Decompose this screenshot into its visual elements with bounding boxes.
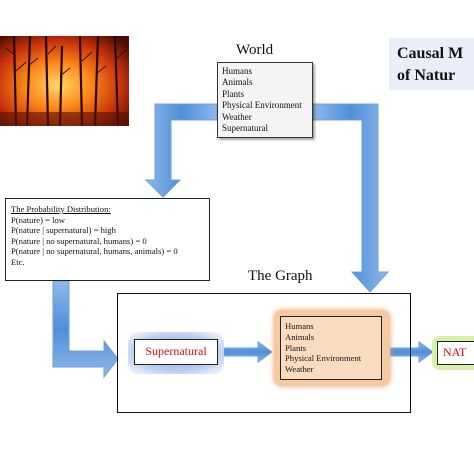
title-line: Causal M <box>397 45 464 62</box>
probability-to-graph-arrow <box>52 280 119 379</box>
forest-fire-image <box>0 36 129 126</box>
world-title: World <box>236 42 274 58</box>
world-item: Humans <box>222 66 252 76</box>
graph-box <box>117 293 411 413</box>
world-to-graph-arrow <box>312 103 390 293</box>
title-line: of Natur <box>397 67 456 84</box>
world-box: Humans Animals Plants Physical Environme… <box>217 62 313 138</box>
supernatural-node: Supernatural <box>134 339 218 365</box>
world-item: Animals <box>222 77 253 88</box>
world-item: Supernatural <box>222 123 268 134</box>
factor-item: Plants <box>285 342 307 353</box>
factor-item: Animals <box>285 331 315 342</box>
world-item: Weather <box>222 111 252 122</box>
probability-heading: The Probability Distribution: <box>11 204 111 214</box>
probability-line: P(nature | no supernatural, humans, anim… <box>11 246 178 257</box>
factor-item: Physical Environment <box>285 353 362 364</box>
factor-item: Humans <box>285 321 314 331</box>
supernatural-to-factors-arrow <box>223 341 273 363</box>
nature-node: NAT <box>437 341 474 365</box>
factors-to-nature-arrow <box>388 341 434 363</box>
world-item: Plants <box>222 88 245 99</box>
natural-factors-node: Humans Animals Plants Physical Environme… <box>280 316 382 380</box>
probability-line: Etc. <box>11 256 25 267</box>
graph-title: The Graph <box>248 268 313 284</box>
probability-line: P(nature) = low <box>11 214 66 225</box>
probability-line: P(nature | supernatural) = high <box>11 225 116 236</box>
probability-line: P(nature | no supernatural, humans) = 0 <box>11 235 147 246</box>
world-item: Physical Environment <box>222 100 302 111</box>
probability-distribution-box: The Probability Distribution: P(nature) … <box>5 198 210 281</box>
diagram-title: Causal M of Natur <box>389 38 474 90</box>
factor-item: Weather <box>285 364 314 375</box>
world-to-probability-arrow <box>144 103 218 198</box>
